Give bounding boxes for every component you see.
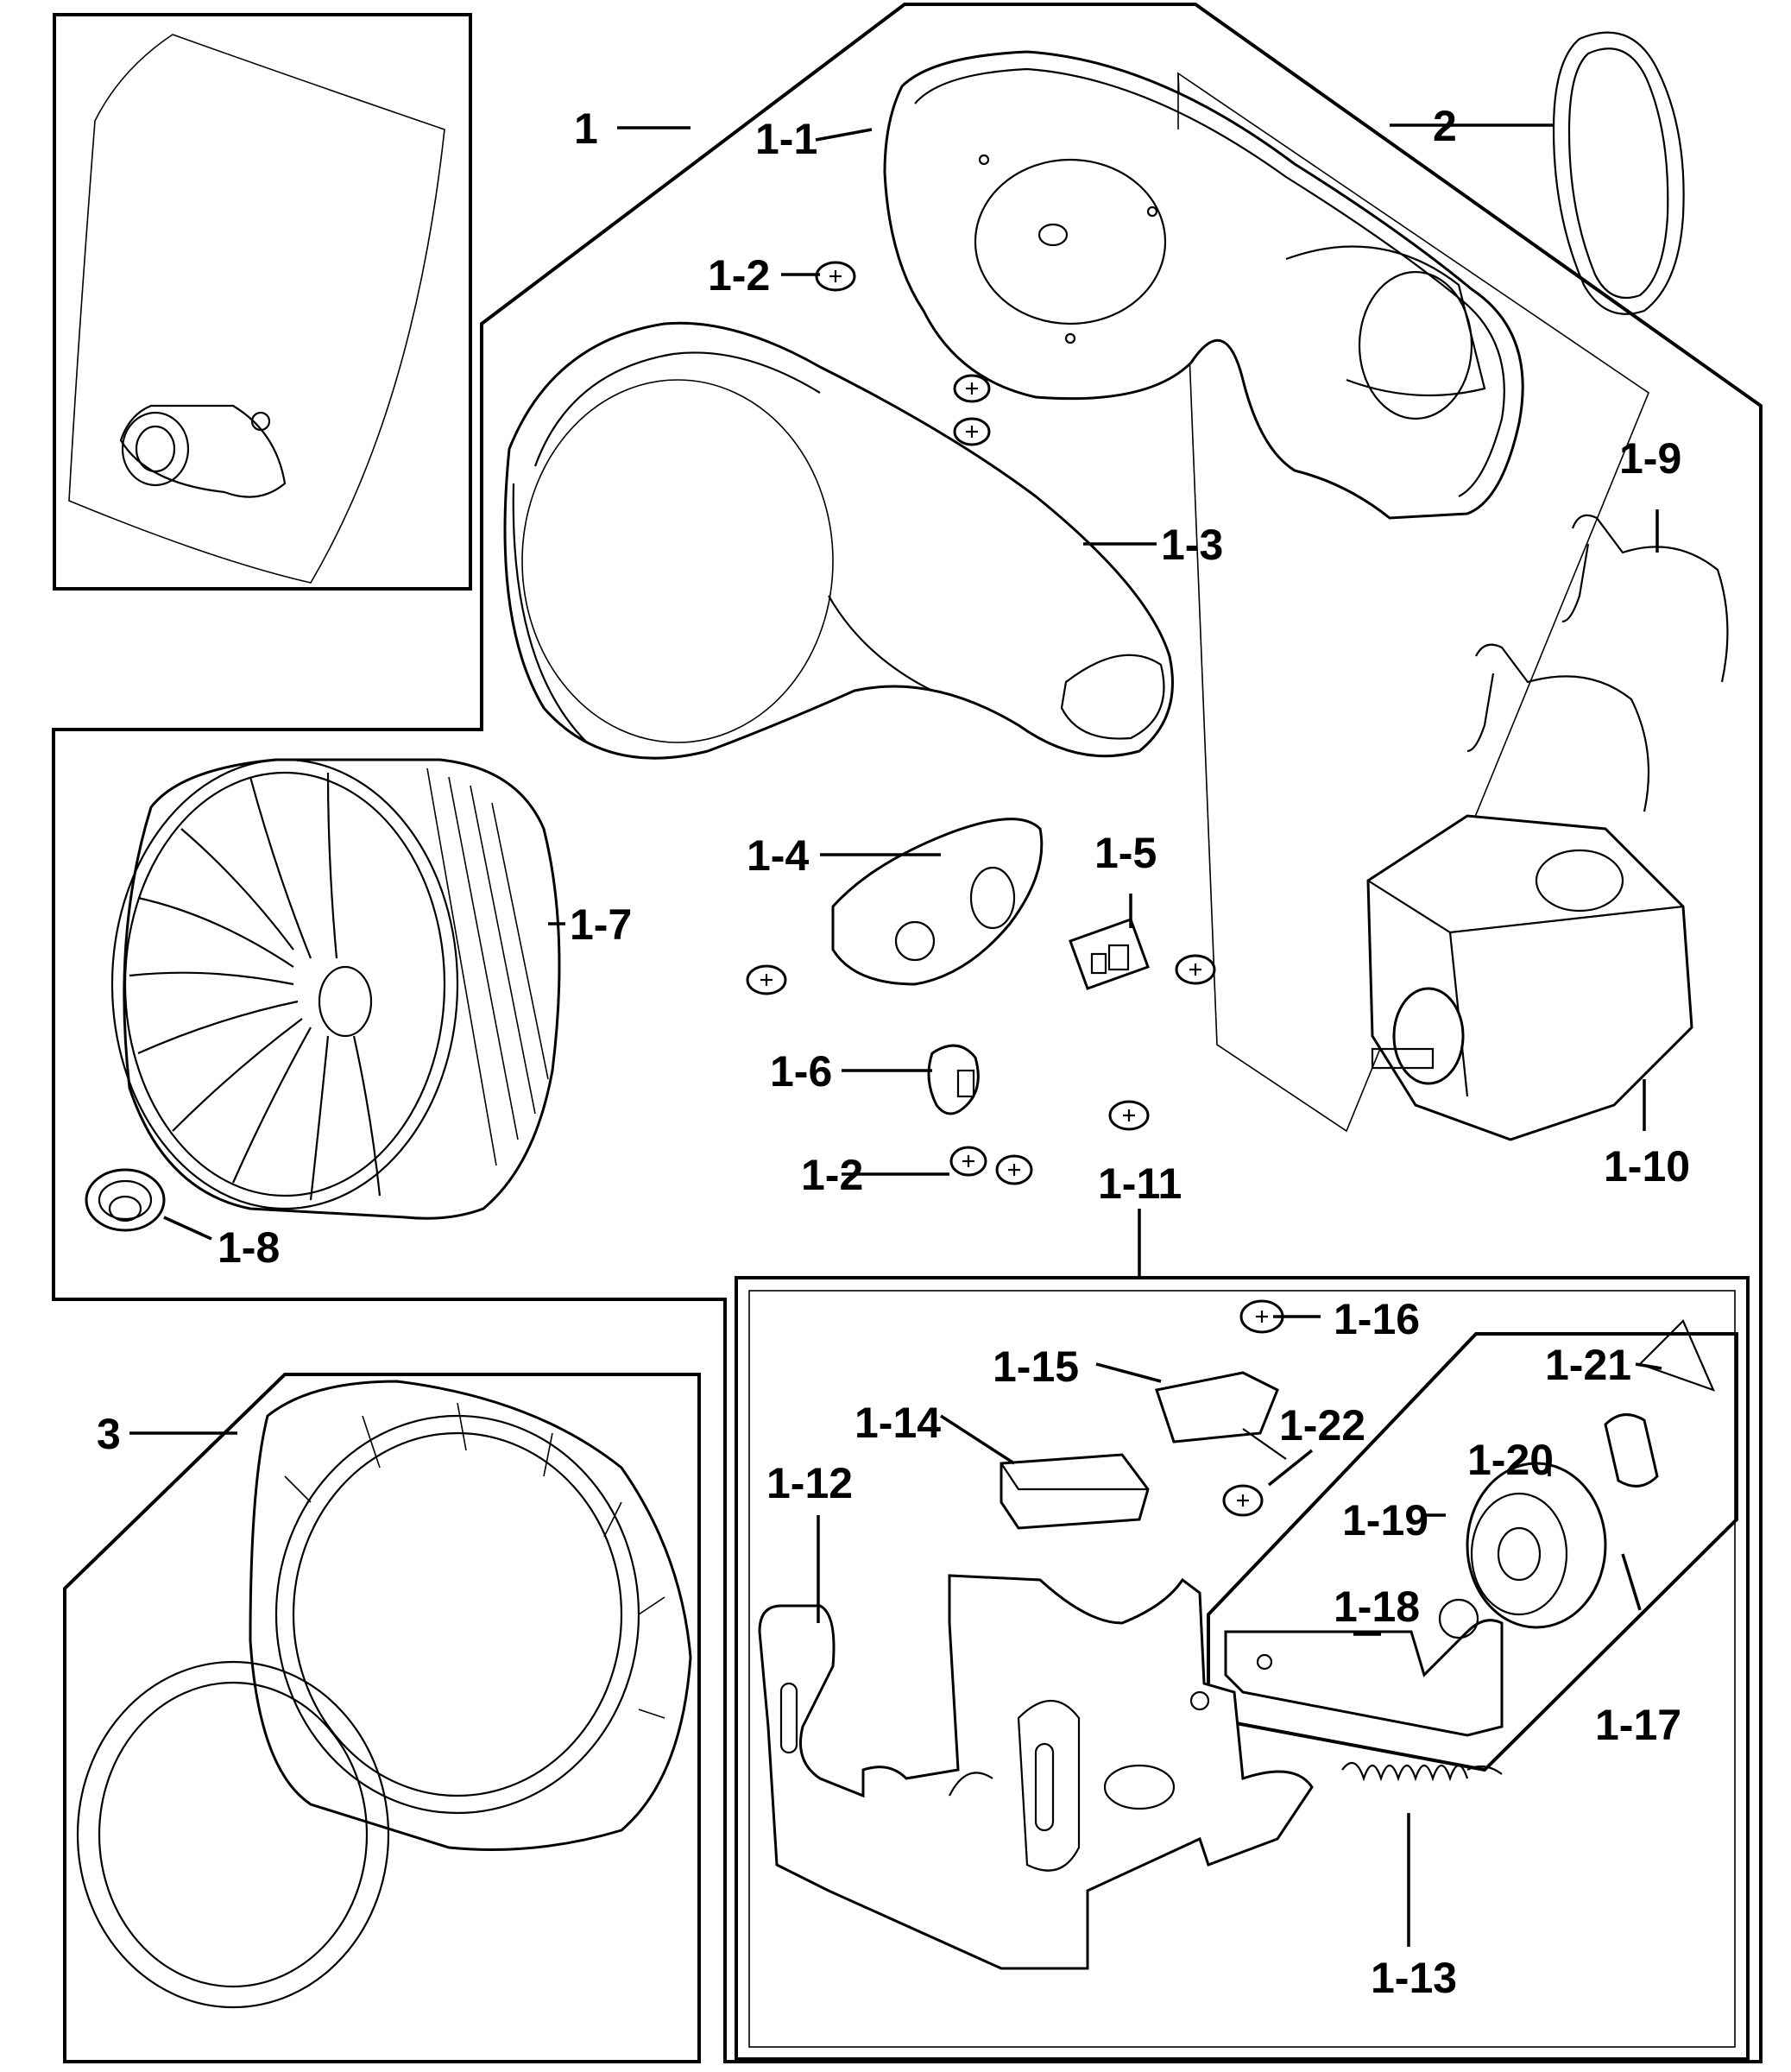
callout-1-12: 1-12 <box>766 1459 853 1507</box>
callout-1-18: 1-18 <box>1334 1582 1420 1631</box>
housing-front-frame <box>63 1373 701 2063</box>
callout-1-17: 1-17 <box>1595 1701 1681 1749</box>
bracket-group-inner-frame <box>748 1290 1736 2048</box>
blower-assembly-frame <box>52 3 1763 2063</box>
callout-1-14: 1-14 <box>855 1399 941 1447</box>
screw <box>953 374 991 403</box>
screw <box>746 964 787 995</box>
callout-1-15: 1-15 <box>993 1342 1079 1391</box>
callout-1-7: 1-7 <box>570 900 632 949</box>
part-2-drive-belt <box>1552 31 1685 315</box>
screw <box>953 417 991 446</box>
screw <box>1175 954 1216 985</box>
part-1-6-thermistor <box>927 1044 980 1115</box>
callout-1-10: 1-10 <box>1604 1142 1690 1191</box>
idler-group-frame <box>1207 1332 1738 1772</box>
screw <box>995 1154 1033 1185</box>
callout-2: 2 <box>1433 102 1457 150</box>
leader-lines <box>129 123 1662 1947</box>
part-1-12-motor-bracket <box>758 1574 1314 1970</box>
part-1-13-idler-spring <box>1341 1761 1503 1782</box>
callout-1-4: 1-4 <box>747 831 809 880</box>
callout-1-19: 1-19 <box>1342 1496 1428 1545</box>
part-1-15-door-switch <box>1155 1371 1287 1460</box>
motor-region-frame <box>1177 72 1649 1133</box>
callout-1-22: 1-22 <box>1279 1401 1365 1450</box>
callout-1-13: 1-13 <box>1371 1954 1457 2002</box>
callout-1-21: 1-21 <box>1545 1341 1631 1389</box>
callout-1-5: 1-5 <box>1094 829 1157 877</box>
screw <box>1222 1484 1264 1517</box>
part-1-4-duct-bracket <box>831 818 1044 986</box>
part-1-9-motor-clamps <box>1466 514 1729 812</box>
part-1-5-thermostat <box>1069 918 1150 990</box>
callout-1-1: 1-1 <box>755 115 817 163</box>
part-1-14-switch-holder <box>1000 1453 1150 1530</box>
screw <box>949 1146 987 1177</box>
part-1-1-back-housing <box>883 50 1524 520</box>
callout-1-16: 1-16 <box>1334 1295 1420 1343</box>
callout-1-6: 1-6 <box>770 1047 832 1096</box>
screw <box>1108 1100 1150 1131</box>
part-1-10-motor <box>1366 814 1693 1141</box>
callout-labels: 1 1-1 1-2 1-2 1-3 1-4 1-5 1-6 1-7 1-8 1-… <box>97 102 1690 2002</box>
screw <box>815 261 856 292</box>
part-3-front-housing <box>249 1380 692 1851</box>
inset-thumbnail <box>68 34 445 584</box>
inset-thumbnail-frame <box>53 13 472 591</box>
part-1-8-nut <box>85 1168 166 1232</box>
callout-1-8: 1-8 <box>218 1223 280 1272</box>
part-1-7-blower-wheel <box>110 758 561 1220</box>
callout-1-11: 1-11 <box>1098 1159 1182 1208</box>
callout-1-20: 1-20 <box>1467 1436 1554 1484</box>
assembly-frames <box>52 3 1763 2063</box>
callout-1: 1 <box>574 104 598 153</box>
part-1-19-idler-pulley <box>1466 1462 1607 1629</box>
part-3-seal-ring <box>76 1660 390 2009</box>
callout-1-9: 1-9 <box>1619 434 1681 483</box>
callout-3: 3 <box>97 1410 121 1458</box>
callout-1-2-top: 1-2 <box>708 251 770 300</box>
callout-1-3: 1-3 <box>1161 521 1223 569</box>
screws <box>746 261 1284 1517</box>
part-1-18-idler-bracket <box>1224 1598 1504 1737</box>
part-1-21-retaining-clip <box>1637 1319 1716 1392</box>
part-1-20-pulley-axle <box>1604 1413 1659 1488</box>
fan-fins <box>426 768 549 1166</box>
callout-1-2-bottom: 1-2 <box>801 1151 863 1199</box>
bracket-group-frame <box>735 1276 1750 2061</box>
fan-blades <box>129 772 382 1201</box>
part-1-3-front-housing <box>503 321 1174 760</box>
